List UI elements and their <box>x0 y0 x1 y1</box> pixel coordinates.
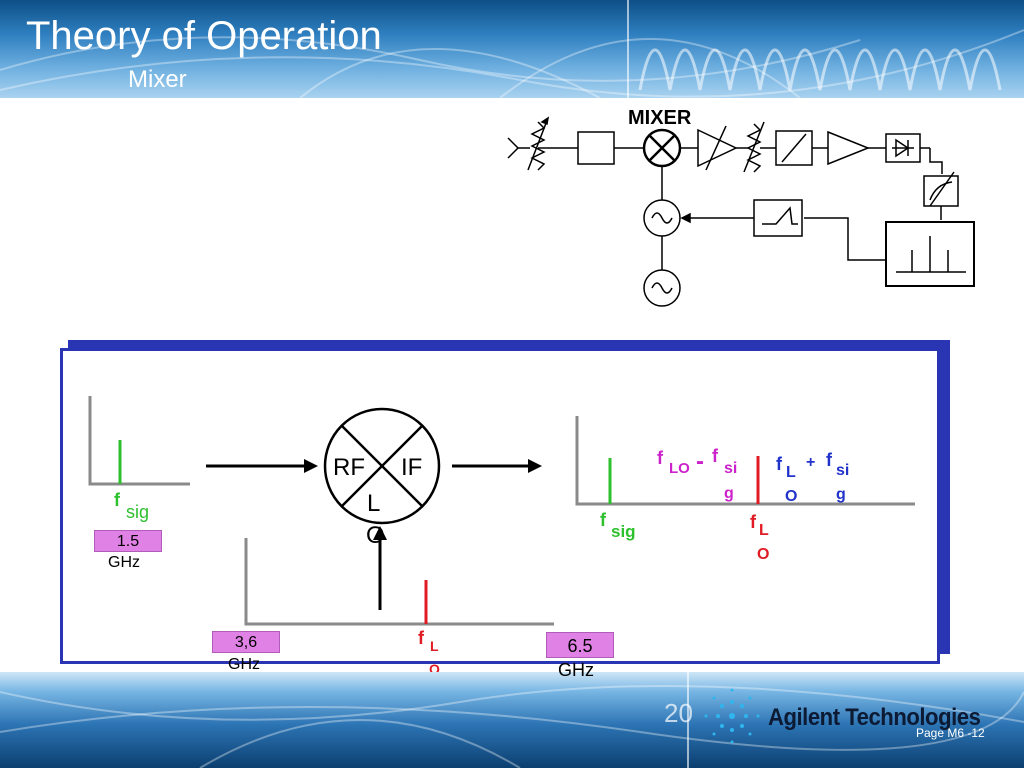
lo-port-label-l: L <box>367 490 381 517</box>
diff-f: f <box>657 448 663 468</box>
page-subtitle: Mixer <box>128 66 187 93</box>
if-port-label: IF <box>401 454 423 481</box>
output-spectrum-axes <box>575 416 915 506</box>
lo-input-arrowhead-icon <box>373 526 387 540</box>
input-spectrum-axes <box>88 396 190 486</box>
lo-sub-o: O <box>429 661 440 677</box>
sum-lo-o: O <box>785 488 798 505</box>
output-flo-sub-l: L <box>759 522 769 539</box>
lo-port-label-o: O <box>366 522 385 549</box>
output-flo-sub-o: O <box>757 546 770 563</box>
output-frequency-unit: GHz <box>558 660 594 680</box>
mixer-example-panel <box>60 348 940 664</box>
if-output-arrowhead-icon <box>528 459 542 473</box>
diff-lo-sub: LO <box>669 460 690 477</box>
display-screen-icon <box>885 221 975 287</box>
log-amplifier-icon <box>827 130 871 166</box>
footer-decoration: 20 <box>0 672 1024 768</box>
video-filter-icon <box>923 171 959 207</box>
if-gain-amplifier-icon <box>697 125 738 171</box>
input-frequency-unit: GHz <box>108 554 140 571</box>
local-oscillator-icon <box>643 199 681 237</box>
signal-flow-arrows <box>206 464 530 610</box>
output-fsig-f: f <box>600 510 606 530</box>
footer-deco-text: 20 <box>664 698 693 728</box>
header-decoration <box>0 0 1024 98</box>
mixer-symbol-icon <box>323 407 441 525</box>
diff-sig-line2: g <box>724 485 734 502</box>
page-number: Page M6 -12 <box>916 726 985 740</box>
sum-f2: f <box>826 450 832 470</box>
sum-sig-line2: g <box>836 486 846 503</box>
spectrum-analyzer-block-diagram: MIXER <box>507 107 975 307</box>
mixer-label: MIXER <box>628 107 692 129</box>
lo-spectrum-axes <box>244 538 554 626</box>
footer-banner: 20 <box>0 672 1024 768</box>
company-logo-text: Agilent Technologies <box>768 704 981 731</box>
output-frequency-box: 6.5 <box>546 632 614 658</box>
rf-input-arrowhead-icon <box>304 459 318 473</box>
diff-f2: f <box>712 446 718 466</box>
output-fsig-sub: sig <box>611 522 636 541</box>
lo-frequency-box: 3,6 <box>212 631 280 653</box>
rf-port-label: RF <box>333 454 365 481</box>
diff-minus: - <box>696 448 704 475</box>
preselector-filter-icon <box>577 131 615 165</box>
diff-sig-line1: si <box>724 460 738 477</box>
lo-frequency-unit: GHz <box>228 656 260 673</box>
output-flo-f: f <box>750 512 756 532</box>
sum-sig-line1: si <box>836 462 850 479</box>
if-filter-icon <box>775 130 813 166</box>
if-attenuator-icon <box>743 121 765 173</box>
lo-sub-l: L <box>430 638 439 654</box>
sum-lo-l: L <box>786 464 796 481</box>
input-frequency-box: 1.5 <box>94 530 162 552</box>
input-fsig-sub: sig <box>126 502 150 522</box>
sum-f: f <box>776 454 782 474</box>
input-connector-icon <box>507 137 520 159</box>
input-attenuator-icon <box>527 116 550 171</box>
agilent-spark-logo-icon <box>704 688 760 744</box>
input-fsig-f: f <box>114 490 120 510</box>
lo-f: f <box>418 628 424 648</box>
envelope-detector-icon <box>885 133 921 163</box>
sweep-generator-icon <box>753 199 803 237</box>
page-title: Theory of Operation <box>26 14 382 58</box>
header-banner <box>0 0 1024 98</box>
mixer-spectrum-diagram <box>88 396 915 626</box>
sum-plus: + <box>806 454 816 471</box>
reference-oscillator-icon <box>643 269 681 307</box>
mixer-icon <box>642 128 682 168</box>
